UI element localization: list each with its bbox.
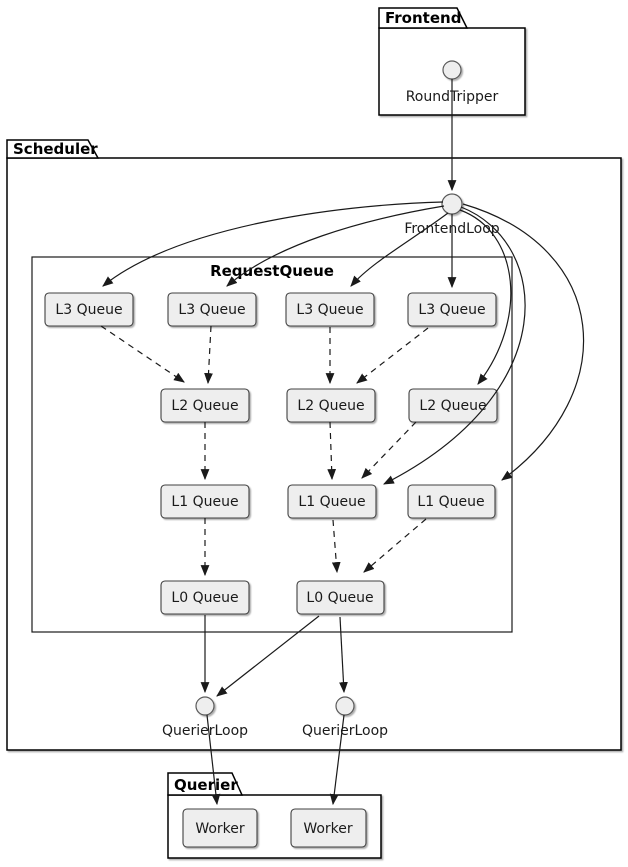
edge-l1-queue-2-to-l0-queue-2 [331, 519, 341, 574]
querierloop-interfaces: QuerierLoop QuerierLoop [162, 696, 388, 739]
requestqueue-frame-title: RequestQueue [210, 262, 334, 280]
edge-l2-queue-3-to-l1-queue-2 [361, 421, 417, 479]
l3-queue-2-box [167, 292, 257, 327]
scheduler-package-tab [6, 139, 100, 159]
edge-l3-queue-1-to-l2-queue-1 [100, 325, 185, 383]
l0-queue-1-label: L0 Queue [171, 590, 238, 606]
worker-2-label: Worker [303, 821, 353, 837]
l0-queue-1-box [160, 580, 250, 615]
l2-queue-2-box [286, 388, 376, 423]
package-scheduler: Scheduler [6, 139, 622, 751]
queue-boxes [44, 292, 498, 615]
querierloop-1-interface-icon [195, 696, 215, 716]
l3-queue-3-box [285, 292, 375, 327]
edge-frontendloop-to-l1-queue-3 [462, 203, 585, 481]
querierloop-2-interface-icon [335, 696, 355, 716]
edge-frontendloop-to-l3-queue-1 [102, 201, 444, 287]
edge-l0-queue-2-to-querierloop-1 [216, 615, 320, 697]
l2-queue-3-box [408, 388, 498, 423]
edge-frontendloop-to-l1-queue-2 [383, 206, 526, 485]
l0-queue-2-box [296, 580, 385, 615]
l3-queue-4-box [407, 292, 497, 327]
queue-labels: L3 Queue L3 Queue L3 Queue L3 Queue L2 Q… [55, 302, 486, 606]
l3-queue-1-label: L3 Queue [55, 302, 122, 318]
l3-queue-2-label: L3 Queue [178, 302, 245, 318]
scheduler-package-label: Scheduler [13, 140, 98, 158]
querier-package-label: Querier [174, 776, 238, 794]
querierloop-2-label: QuerierLoop [302, 723, 388, 739]
worker-1-box [182, 808, 258, 848]
scheduler-package-body [6, 157, 622, 751]
l1-queue-2-label: L1 Queue [298, 494, 365, 510]
edge-l1-queue-3-to-l0-queue-2 [363, 518, 427, 573]
edge-l3-queue-2-to-l2-queue-1 [204, 325, 213, 385]
edge-querierloop-1-to-worker-1 [206, 714, 221, 806]
edge-l2-queue-2-to-l1-queue-2 [327, 421, 337, 481]
roundtripper-interface-icon [442, 60, 462, 80]
l0-queue-2-label: L0 Queue [306, 590, 373, 606]
edge-frontendloop-to-l2-queue-3 [459, 209, 512, 385]
frontend-package-tab [378, 7, 469, 29]
l1-queue-1-label: L1 Queue [171, 494, 238, 510]
package-querier: Querier Worker Worker [167, 772, 382, 859]
querierloop-1-label: QuerierLoop [162, 723, 248, 739]
l2-queue-3-label: L2 Queue [419, 398, 486, 414]
edge-l0-queue-2-to-querierloop-2 [339, 616, 348, 694]
frontend-package-label: Frontend [385, 9, 461, 27]
l2-queue-2-label: L2 Queue [297, 398, 364, 414]
l1-queue-3-box [407, 484, 496, 519]
edge-l3-queue-4-to-l2-queue-2 [356, 327, 429, 384]
frontendloop-interface-icon [441, 193, 463, 215]
edges [100, 79, 585, 806]
worker-2-box [290, 808, 367, 848]
edge-frontendloop-to-l3-queue-3 [350, 212, 449, 287]
l3-queue-3-label: L3 Queue [296, 302, 363, 318]
l2-queue-1-label: L2 Queue [171, 398, 238, 414]
l1-queue-3-label: L1 Queue [417, 494, 484, 510]
l3-queue-4-label: L3 Queue [418, 302, 485, 318]
edge-frontendloop-to-l3-queue-2 [226, 205, 445, 287]
l3-queue-1-box [44, 292, 134, 327]
l1-queue-2-box [287, 484, 377, 519]
worker-1-label: Worker [195, 821, 245, 837]
edge-querierloop-2-to-worker-2 [329, 714, 345, 806]
